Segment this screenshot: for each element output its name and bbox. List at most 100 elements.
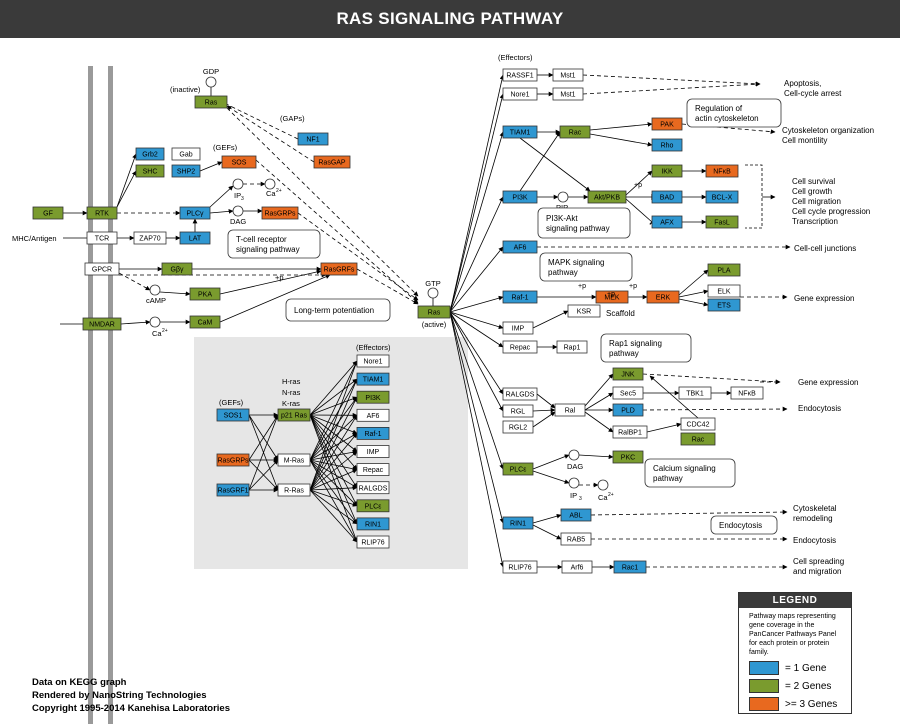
inset-effector[interactable]: TIAM1 — [356, 372, 390, 386]
node-nfkb2[interactable]: NFκB — [730, 386, 764, 400]
inset-effector[interactable]: Nore1 — [356, 354, 390, 368]
node-zap70[interactable]: ZAP70 — [133, 231, 167, 245]
node-gpcr[interactable]: GPCR — [84, 262, 120, 276]
edge — [309, 449, 358, 461]
node-ralbp1[interactable]: RalBP1 — [612, 425, 648, 439]
node-grb2[interactable]: Grb2 — [135, 147, 165, 161]
node-cam[interactable]: CaM — [189, 315, 221, 329]
node-gbg[interactable]: Gβγ — [161, 262, 193, 276]
node-nf1[interactable]: NF1 — [297, 132, 329, 146]
node-tbk1[interactable]: TBK1 — [678, 386, 712, 400]
node-rlip76[interactable]: RLIP76 — [502, 560, 538, 574]
node-plce[interactable]: PLCε — [502, 462, 534, 476]
node-elk[interactable]: ELK — [707, 284, 741, 298]
node-ikk[interactable]: IKK — [651, 164, 683, 178]
map-link-label: PI3K-Akt — [546, 214, 578, 223]
node-rgl[interactable]: RGL — [502, 404, 534, 418]
node-rassf1[interactable]: RASSF1 — [502, 68, 538, 82]
inset-p21ras[interactable]: p21 Ras — [277, 408, 311, 422]
node-rap1[interactable]: Rap1 — [556, 340, 588, 354]
node-tiam1[interactable]: TIAM1 — [502, 125, 538, 139]
node-rgl2[interactable]: RGL2 — [502, 420, 534, 434]
inset-effector[interactable]: PLCε — [356, 499, 390, 513]
node-raf1[interactable]: Raf-1 — [502, 290, 538, 304]
node-imp[interactable]: IMP — [502, 321, 534, 335]
node-rasgrfs[interactable]: RasGRFs — [320, 262, 358, 276]
node-ksr[interactable]: KSR — [567, 304, 601, 318]
node-pi3k[interactable]: PI3K — [502, 190, 538, 204]
node-ralgds[interactable]: RALGDS — [502, 387, 538, 401]
node-ras-inactive[interactable]: Ras — [194, 95, 228, 109]
node-arf6[interactable]: Arf6 — [561, 560, 593, 574]
node-sos[interactable]: SOS — [221, 155, 257, 169]
node-pka[interactable]: PKA — [189, 287, 221, 301]
node-pkc[interactable]: PKC — [612, 450, 644, 464]
inset-mras[interactable]: M-Ras — [277, 453, 311, 467]
edge — [309, 378, 358, 416]
node-shc[interactable]: SHC — [135, 164, 165, 178]
node-repac[interactable]: Repac — [502, 340, 538, 354]
inset-effector[interactable]: RALGDS — [356, 481, 390, 495]
node-ras-active[interactable]: Ras — [417, 305, 451, 319]
map-link-ltp[interactable]: Long-term potentiation — [285, 298, 391, 322]
inset-rras[interactable]: R-Ras — [277, 483, 311, 497]
edge — [449, 93, 505, 313]
node-rab5[interactable]: RAB5 — [560, 532, 592, 546]
node-lat[interactable]: LAT — [179, 231, 211, 245]
node-label: SOS — [232, 160, 247, 167]
node-gab[interactable]: Gab — [171, 147, 201, 161]
inset-sos1[interactable]: SOS1 — [216, 408, 250, 422]
node-bad[interactable]: BAD — [651, 190, 683, 204]
node-pla[interactable]: PLA — [707, 263, 741, 277]
inset-effector[interactable]: RIN1 — [356, 517, 390, 531]
node-fasl[interactable]: FasL — [705, 215, 739, 229]
edge — [255, 159, 419, 304]
inset-effector[interactable]: RLIP76 — [356, 535, 390, 549]
node-sec5[interactable]: Sec5 — [612, 386, 644, 400]
node-plcg[interactable]: PLCγ — [179, 206, 211, 220]
node-nfkb[interactable]: NFκB — [705, 164, 739, 178]
node-mek[interactable]: MEK — [595, 290, 629, 304]
inset-effector[interactable]: Raf-1 — [356, 426, 390, 440]
node-mst1a[interactable]: Mst1 — [552, 68, 584, 82]
node-nmdar[interactable]: NMDAR — [82, 317, 122, 331]
node-rin1[interactable]: RIN1 — [502, 516, 534, 530]
node-rasgrps[interactable]: RasGRPs — [261, 206, 299, 220]
node-erk[interactable]: ERK — [646, 290, 680, 304]
node-bclx[interactable]: BCL-X — [705, 190, 739, 204]
inset-rasgrps[interactable]: RasGRPs — [216, 453, 250, 467]
node-rac1[interactable]: Rac1 — [613, 560, 647, 574]
node-pld[interactable]: PLD — [612, 403, 644, 417]
node-aktpkb[interactable]: Akt/PKB — [587, 190, 627, 204]
node-rtk[interactable]: RTK — [86, 206, 118, 220]
inset-effector[interactable]: IMP — [356, 445, 390, 458]
node-ral[interactable]: Ral — [554, 403, 586, 417]
node-mst1b[interactable]: Mst1 — [552, 87, 584, 101]
node-af6[interactable]: AF6 — [502, 240, 538, 254]
inset-effector[interactable]: PI3K — [356, 390, 390, 404]
node-gf[interactable]: GF — [32, 206, 64, 220]
node-ets[interactable]: ETS — [707, 298, 741, 312]
node-afx[interactable]: AFX — [651, 215, 683, 229]
node-shp2[interactable]: SHP2 — [171, 164, 201, 178]
inset-effector[interactable]: AF6 — [356, 408, 390, 422]
node-jnk[interactable]: JNK — [612, 367, 644, 381]
node-tcr[interactable]: TCR — [86, 231, 118, 245]
node-abl[interactable]: ABL — [560, 508, 592, 522]
node-cdc42[interactable]: CDC42 — [680, 417, 716, 431]
inset-effector[interactable]: Repac — [356, 463, 390, 477]
node-pak[interactable]: PAK — [651, 117, 683, 131]
inset-rasgrf1[interactable]: RasGRF1 — [216, 483, 250, 497]
node-nore1[interactable]: Nore1 — [502, 87, 538, 101]
node-rac2[interactable]: Rac — [680, 432, 716, 446]
node-rac[interactable]: Rac — [559, 125, 591, 139]
map-link-endocytosis-map[interactable]: Endocytosis — [710, 515, 778, 535]
node-rho[interactable]: Rho — [651, 138, 683, 152]
node-rasgap[interactable]: RasGAP — [313, 155, 351, 169]
